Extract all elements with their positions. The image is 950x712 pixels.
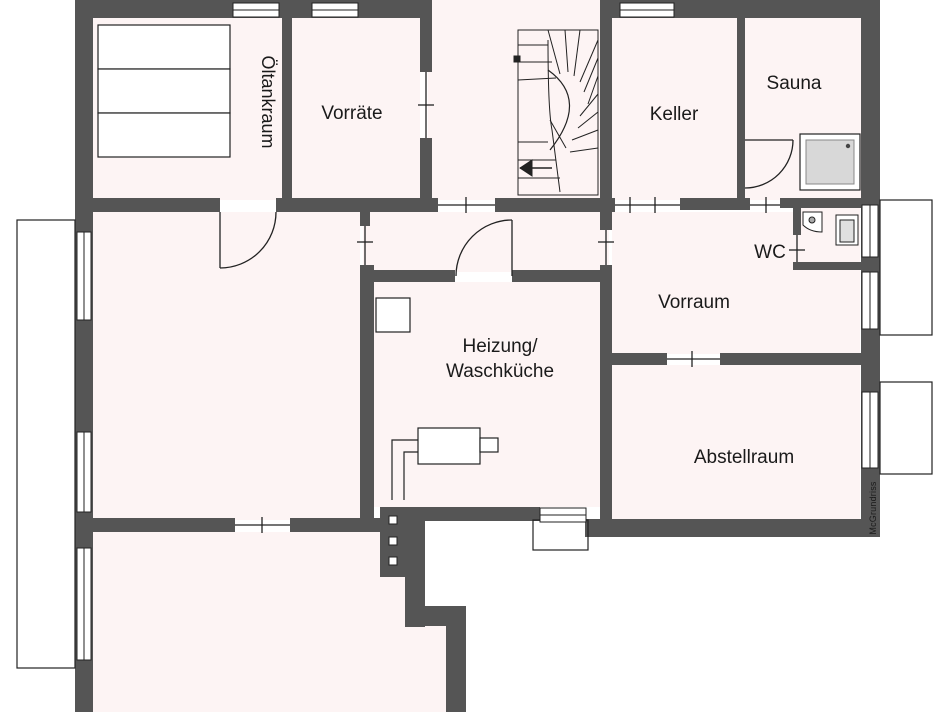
wall-wc-left [793, 200, 801, 235]
opening-vorraete [418, 72, 434, 138]
wall-vents [388, 515, 398, 566]
label-abstellraum: Abstellraum [694, 447, 794, 468]
door-markers [235, 72, 805, 533]
vent-3 [388, 556, 398, 566]
wall-h200-d [680, 198, 750, 210]
floor-left-room [93, 212, 360, 520]
floor-bottom-room-ext2 [405, 626, 446, 712]
floor-vorraum [612, 212, 860, 354]
door-heizung [455, 219, 513, 277]
floor-bottom-room-ext [382, 576, 407, 712]
outer-frames [16, 199, 933, 669]
oil-tank-1 [97, 24, 231, 70]
opening-keller [615, 197, 680, 213]
vent-1 [388, 515, 398, 525]
wall-vorraete-stair-2 [420, 138, 432, 208]
label-vorraum: Vorraum [658, 292, 730, 313]
heating-equipment [375, 297, 499, 500]
wall-h355-a [612, 353, 667, 365]
floor-vorraete [291, 18, 420, 200]
wall-h525-a [75, 518, 235, 532]
wall-sauna-bottom [780, 198, 880, 208]
window-left-1 [76, 231, 92, 321]
wall-heizung-top-b [512, 270, 612, 282]
wall-corridor-left-2 [360, 265, 374, 525]
boiler-outlet [479, 437, 499, 453]
wall-abstell-bottom-a [585, 519, 880, 537]
wall-h200-b [276, 198, 438, 212]
wall-wc-bottom [793, 262, 880, 270]
frame-right-top [879, 199, 933, 336]
floor-heizung [373, 282, 600, 507]
frame-right-bottom [879, 381, 933, 475]
doors [219, 139, 794, 277]
label-sauna: Sauna [767, 73, 822, 94]
opening-wc [789, 235, 805, 262]
wall-h200-c [495, 198, 615, 212]
windows [76, 2, 879, 661]
wall-left [75, 0, 93, 712]
wall-h355-b [720, 353, 880, 365]
wall-stair-keller [600, 0, 612, 212]
window-left-2 [76, 431, 92, 513]
oil-tank-2 [97, 68, 231, 114]
wall-oel-vorraete [282, 0, 292, 205]
label-oeltankraum: Öltankraum [258, 55, 278, 148]
heating-pipe [391, 439, 418, 500]
wall-step-d [446, 606, 466, 712]
chimney [375, 297, 411, 333]
window-top-1 [232, 2, 280, 18]
floor-stair [428, 0, 600, 200]
floor-abstellraum [612, 365, 860, 519]
opening-corridor-left [357, 226, 373, 265]
label-keller: Keller [650, 104, 699, 125]
window-top-3 [619, 2, 675, 18]
floor-keller [612, 18, 739, 200]
vent-2 [388, 536, 398, 546]
boiler [417, 427, 481, 465]
staircase [513, 29, 599, 196]
wall-keller-sauna [737, 18, 745, 200]
wall-heizung-top-a [360, 270, 455, 282]
window-left-3 [76, 547, 92, 661]
label-heizung-1: Heizung/ [463, 336, 539, 357]
room-labels: Öltankraum Vorräte Keller Sauna WC Vorra… [258, 55, 822, 468]
opening-vorraum-left [598, 230, 614, 265]
door-oeltankraum [219, 211, 277, 269]
wall-h200-a [75, 198, 220, 212]
wall-right [861, 0, 880, 200]
floor-corridor [363, 212, 609, 272]
door-sauna [744, 139, 794, 189]
opening-abstellraum [667, 351, 720, 367]
oil-tank-3 [97, 112, 231, 158]
label-wc: WC [754, 242, 786, 263]
frame-bottom-window [532, 519, 589, 551]
wall-heizung-right [600, 265, 612, 535]
oil-tanks [97, 24, 231, 158]
sauna-fixture [799, 133, 861, 191]
wall-vorraum-left-top [600, 212, 612, 230]
window-right-1 [861, 204, 879, 258]
wall-step-b [405, 507, 425, 627]
wall-corridor-left [360, 212, 370, 226]
window-right-2 [861, 271, 879, 330]
window-bottom [539, 507, 587, 523]
opening-sauna-bottom [750, 197, 780, 213]
label-vorraete: Vorräte [321, 103, 382, 124]
wall-h525-b [290, 518, 380, 532]
floor-bottom-room [93, 532, 382, 712]
label-heizung-2: Waschküche [446, 361, 554, 382]
wc-fixtures [802, 211, 859, 246]
opening-stair-bottom [438, 197, 495, 213]
opening-left-rooms [235, 517, 290, 533]
wall-vorraete-stair [420, 0, 432, 72]
balcony-left [16, 219, 76, 669]
brand-watermark: McGrundriss [868, 481, 878, 535]
window-right-3 [861, 391, 879, 469]
window-top-2 [311, 2, 359, 18]
